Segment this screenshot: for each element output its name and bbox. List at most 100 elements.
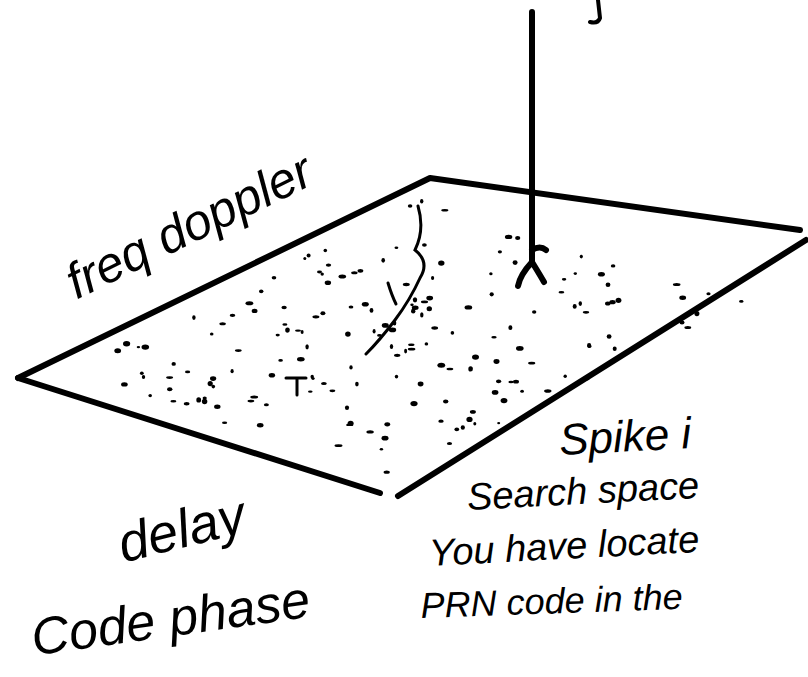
noise-dot <box>326 264 331 267</box>
noise-dot <box>366 430 373 433</box>
noise-dot <box>170 400 176 403</box>
noise-dot <box>606 283 611 288</box>
noise-dot <box>121 382 128 386</box>
noise-dot <box>329 389 335 392</box>
noise-dot <box>447 368 454 371</box>
flag-mark <box>590 0 600 23</box>
noise-dot <box>410 401 417 406</box>
noise-dot <box>196 397 201 402</box>
noise-dot <box>381 258 385 263</box>
noise-dot <box>564 375 567 378</box>
noise-dot <box>454 428 459 432</box>
noise-dot <box>272 276 277 279</box>
noise-dot <box>219 322 225 325</box>
noise-dot <box>185 371 190 374</box>
noise-dot <box>438 261 444 266</box>
noise-dot <box>303 257 306 260</box>
noise-dot <box>473 422 476 425</box>
note-text: PRN code in the <box>420 579 683 624</box>
noise-mark <box>388 283 396 304</box>
plane-edge <box>18 378 380 493</box>
noise-dot <box>412 306 419 310</box>
noise-dot <box>321 272 324 275</box>
noise-dot <box>508 381 513 384</box>
noise-dot <box>335 444 343 447</box>
noise-squiggle <box>366 206 424 354</box>
noise-dot <box>573 304 577 309</box>
noise-dot <box>408 343 414 346</box>
noise-dot <box>431 276 434 280</box>
noise-dot <box>339 275 347 279</box>
noise-dot <box>431 326 438 329</box>
noise-dot <box>345 332 351 337</box>
noise-dot <box>321 382 327 385</box>
noise-dot <box>739 300 743 303</box>
noise-dot <box>490 292 494 296</box>
noise-dot <box>231 369 234 373</box>
noise-dot <box>370 308 374 313</box>
axis-label: Code phase <box>28 573 313 664</box>
correlation-spike <box>518 12 546 286</box>
noise-dot <box>472 355 479 360</box>
noise-dot <box>395 247 399 249</box>
noise-dot <box>413 297 417 302</box>
noise-dot <box>679 296 686 300</box>
noise-dot <box>285 328 290 333</box>
noise-dot <box>325 281 331 286</box>
noise-dot <box>248 400 255 403</box>
noise-dot <box>587 343 591 348</box>
noise-dot <box>311 377 314 380</box>
noise-dot <box>355 382 359 387</box>
noise-dot <box>351 271 357 274</box>
noise-dot <box>425 342 429 345</box>
noise-dot <box>382 323 389 328</box>
noise-dot <box>264 403 269 406</box>
plane-edge <box>398 240 806 496</box>
noise-dot <box>142 375 145 379</box>
noise-dot <box>257 423 264 427</box>
noise-dot <box>520 390 524 393</box>
noise-dot <box>358 269 364 273</box>
noise-dot <box>496 379 501 383</box>
noise-dot <box>532 310 536 313</box>
noise-dot <box>297 357 305 361</box>
noise-dot <box>390 344 393 349</box>
noise-dot <box>466 417 472 422</box>
noise-dot <box>418 382 424 387</box>
noise-dot <box>420 199 423 203</box>
noise-dot <box>114 348 121 353</box>
noise-dot <box>384 422 390 426</box>
noise-dot <box>706 292 710 295</box>
noise-dot <box>362 302 369 307</box>
noise-dot <box>468 366 473 371</box>
noise-dot <box>259 289 263 293</box>
noise-dot <box>348 421 354 426</box>
noise-dot <box>252 309 258 313</box>
noise-dot <box>210 333 214 336</box>
noise-dot <box>613 346 617 351</box>
noise-dot <box>497 422 500 424</box>
noise-dot <box>492 390 499 395</box>
noise-dot <box>250 396 258 399</box>
noise-dot <box>505 235 512 239</box>
noise-dot <box>583 311 589 314</box>
noise-dot <box>214 405 220 409</box>
noise-dot <box>307 253 311 257</box>
noise-dot <box>609 300 615 304</box>
noise-dot <box>584 376 590 381</box>
noise-dot <box>137 346 140 348</box>
noise-dot <box>420 312 423 317</box>
noise-dot <box>123 341 130 346</box>
noise-dot <box>528 362 535 365</box>
noise-dot <box>166 376 173 379</box>
noise-dot <box>611 264 616 267</box>
noise-dot <box>269 373 275 378</box>
noise-dot <box>345 405 349 410</box>
noise-dot <box>142 344 150 349</box>
noise-dot <box>579 301 582 306</box>
noise-dot <box>680 320 685 324</box>
noise-dot <box>222 422 227 424</box>
noise-dot <box>470 410 476 414</box>
noise-dot <box>447 442 452 445</box>
noise-dot <box>694 311 699 316</box>
